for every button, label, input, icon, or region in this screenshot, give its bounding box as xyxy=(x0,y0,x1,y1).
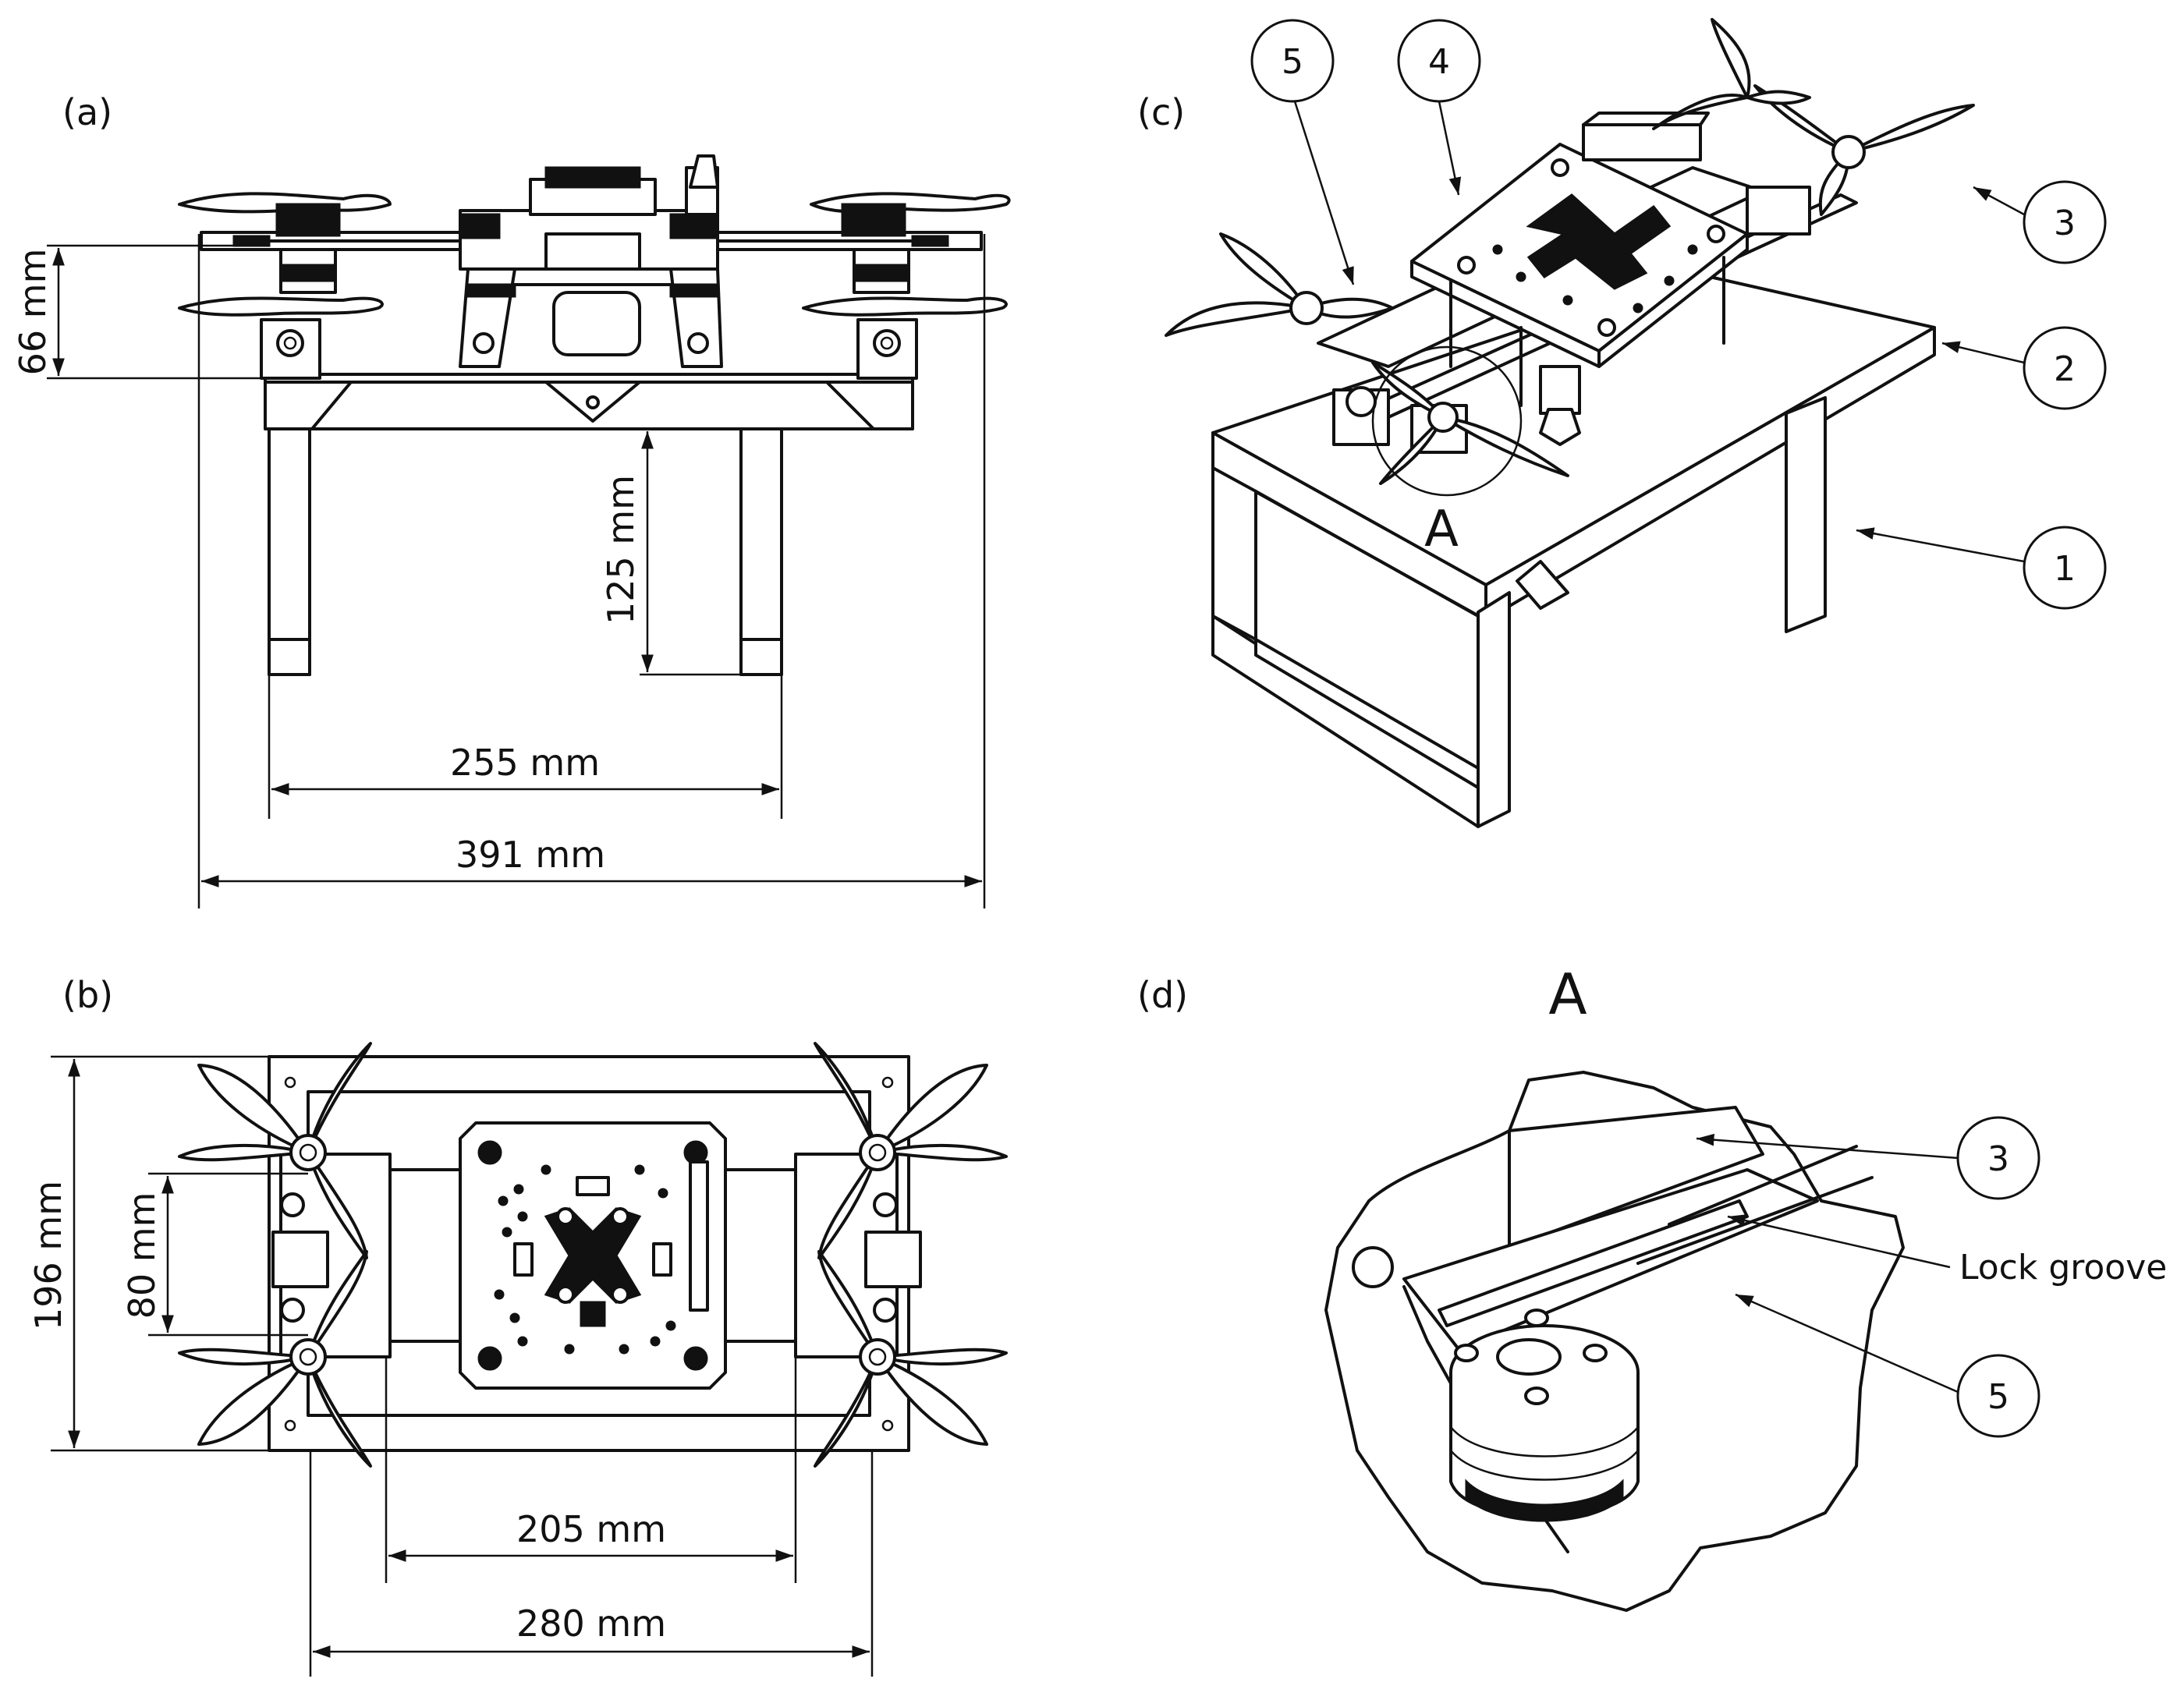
propellers-top xyxy=(178,1042,1008,1468)
panel-label-b: (b) xyxy=(62,974,113,1016)
lock-groove-label: Lock groove xyxy=(1959,1248,2167,1287)
dim-391mm: 391 mm xyxy=(197,234,986,908)
dim-80mm: 80 mm xyxy=(121,1172,308,1337)
motor-front-left-iso xyxy=(1165,232,1394,446)
flight-controller-top xyxy=(459,1121,727,1390)
right-motor-assembly xyxy=(802,192,1011,380)
dim-66mm: 66 mm xyxy=(12,244,265,380)
panel-label-a: (a) xyxy=(62,91,112,133)
callout-5-d: 5 xyxy=(1735,1293,2040,1438)
motor-back-right-iso xyxy=(1746,84,1975,236)
panel-a-front-view: (a) xyxy=(12,91,1011,908)
lock-groove-note: Lock groove xyxy=(1727,1214,2167,1287)
callout-label-3-c: 3 xyxy=(2054,204,2076,243)
callout-2-c: 2 xyxy=(1941,326,2107,410)
left-motor-assembly xyxy=(178,192,392,380)
detail-a-title: A xyxy=(1548,962,1587,1027)
leg-back-right xyxy=(1785,396,1827,633)
drone-front xyxy=(178,154,1011,380)
propeller-top-right xyxy=(814,1042,1008,1259)
panel-label-c: (c) xyxy=(1137,91,1185,133)
panel-label-d: (d) xyxy=(1137,974,1188,1016)
motor-detail-a xyxy=(1371,361,1569,485)
dim-196mm: 196 mm xyxy=(27,1055,269,1452)
dim-255mm: 255 mm xyxy=(268,675,783,819)
motor-front-right-iso xyxy=(1539,365,1581,446)
propeller-top-left xyxy=(178,1042,372,1259)
dim-280mm: 280 mm xyxy=(309,1450,874,1677)
detail-a-marker: A xyxy=(1424,501,1459,558)
dim-label-80mm: 80 mm xyxy=(121,1192,163,1319)
dim-label-205mm: 205 mm xyxy=(516,1508,666,1550)
callout-label-1-c: 1 xyxy=(2054,549,2076,589)
callout-4-c: 4 xyxy=(1397,19,1481,196)
panel-b-top-view: (b) xyxy=(27,974,1008,1677)
callout-label-5-d: 5 xyxy=(1987,1377,2009,1417)
dim-label-66mm: 66 mm xyxy=(12,249,54,376)
dim-205mm: 205 mm xyxy=(385,1357,797,1583)
callout-label-3-d: 3 xyxy=(1987,1139,2009,1179)
dim-label-255mm: 255 mm xyxy=(450,742,600,784)
dim-label-125mm: 125 mm xyxy=(600,475,642,625)
drone-isometric xyxy=(1165,18,1975,485)
stand-frame-front xyxy=(264,373,914,676)
callout-5-c: 5 xyxy=(1250,19,1355,285)
panel-c-isometric-view: (c) xyxy=(1137,18,2107,828)
callout-label-5-c: 5 xyxy=(1282,42,1303,82)
motor-detail xyxy=(1449,1309,1640,1522)
callout-1-c: 1 xyxy=(1856,526,2107,610)
propeller-bottom-right xyxy=(814,1250,1008,1468)
callout-label-2-c: 2 xyxy=(2054,349,2076,389)
callout-3-d: 3 xyxy=(1696,1116,2040,1200)
callout-3-c: 3 xyxy=(1973,180,2107,264)
dim-label-391mm: 391 mm xyxy=(456,834,605,876)
dim-label-280mm: 280 mm xyxy=(516,1603,666,1645)
dim-label-196mm: 196 mm xyxy=(27,1181,69,1330)
leg-right xyxy=(739,427,783,676)
leg-left xyxy=(268,427,311,676)
dim-125mm: 125 mm xyxy=(600,431,782,676)
motor-back-left-iso xyxy=(1652,18,1811,130)
flight-controller-stack-front xyxy=(459,154,723,368)
panel-d-detail-a: (d) A 3 xyxy=(1137,962,2167,1612)
arms-top xyxy=(271,1153,922,1358)
detail-a-marker-circle xyxy=(1371,345,1523,497)
callout-label-4-c: 4 xyxy=(1428,42,1450,82)
propeller-bottom-left xyxy=(178,1250,372,1468)
